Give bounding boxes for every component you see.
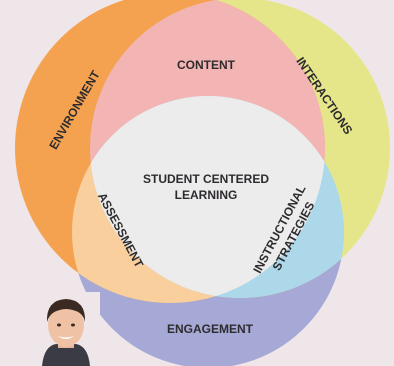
center-label-line2: LEARNING (175, 188, 238, 202)
content-label: CONTENT (177, 58, 236, 72)
center-label-line1: STUDENT CENTERED (143, 172, 269, 186)
person-photo-icon (30, 292, 100, 366)
center-overlap (90, 96, 325, 298)
engagement-label: ENGAGEMENT (167, 322, 254, 336)
